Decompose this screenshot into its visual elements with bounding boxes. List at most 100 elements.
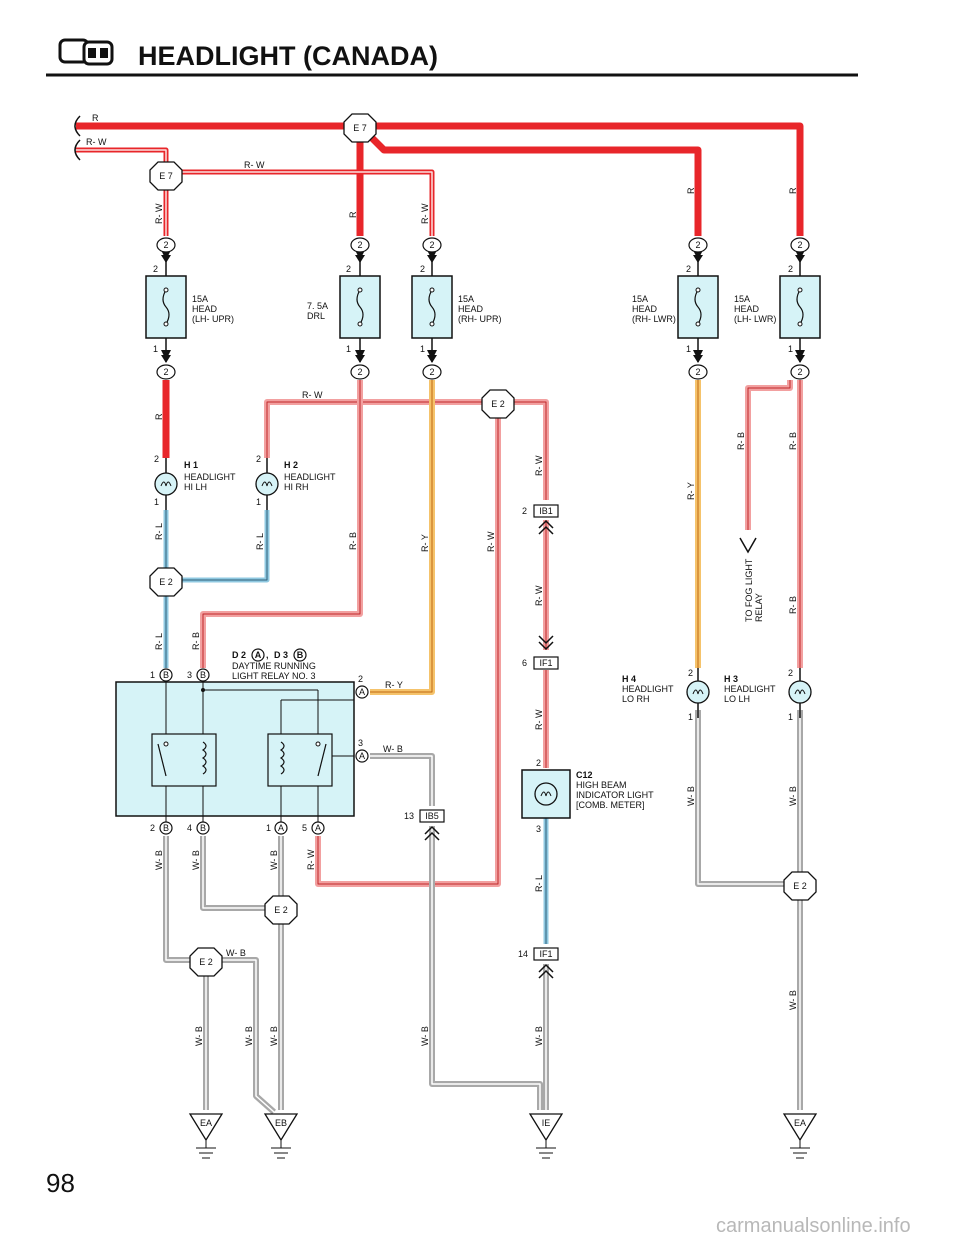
svg-text:R- Y: R- Y	[385, 680, 403, 690]
svg-text:HEADLIGHT: HEADLIGHT	[622, 684, 674, 694]
svg-text:R- W: R- W	[302, 390, 323, 400]
svg-text:R- L: R- L	[154, 523, 164, 540]
svg-text:W- B: W- B	[154, 850, 164, 870]
svg-text:1: 1	[346, 344, 351, 354]
svg-text:R- W: R- W	[306, 849, 316, 870]
svg-text:HEAD: HEAD	[458, 304, 484, 314]
headlight-bulbs: 21 H 1 HEADLIGHT HI LH 21 H 2 HEADLIGHT …	[154, 454, 812, 722]
jc-bot-3: 2	[422, 364, 442, 380]
svg-text:13: 13	[404, 811, 414, 821]
connector-e2-low: E 2	[189, 947, 223, 977]
jc-top-5: 2	[790, 237, 810, 253]
wire-wb-ib5-ie	[429, 826, 543, 1110]
svg-text:A: A	[255, 650, 262, 660]
connector-e7-top: E 7	[343, 113, 377, 143]
svg-text:3: 3	[187, 670, 192, 680]
svg-text:R- W: R- W	[534, 709, 544, 730]
wire-break-marks	[74, 115, 81, 161]
svg-text:W- B: W- B	[226, 948, 246, 958]
svg-text:LO LH: LO LH	[724, 694, 750, 704]
svg-text:INDICATOR LIGHT: INDICATOR LIGHT	[576, 790, 654, 800]
svg-text:2: 2	[346, 264, 351, 274]
ground-eb: EB	[263, 1113, 299, 1159]
svg-text:W- B: W- B	[534, 1026, 544, 1046]
svg-text:2: 2	[797, 240, 802, 250]
svg-text:R- L: R- L	[534, 875, 544, 892]
svg-text:2: 2	[358, 674, 363, 684]
svg-text:5: 5	[302, 823, 307, 833]
svg-text:R- W: R- W	[244, 160, 265, 170]
wire-r-bus	[76, 122, 804, 236]
jc-bot-4: 2	[688, 364, 708, 380]
svg-text:W- B: W- B	[244, 1026, 254, 1046]
inline-connectors: IB1 2 IF1 6 IB5 13 IF1 14	[404, 504, 559, 979]
fuse-head-rh-upr	[411, 275, 453, 339]
svg-text:14: 14	[518, 949, 528, 959]
svg-text:2: 2	[522, 506, 527, 516]
fuse-pins: 21 21 21 21 21	[153, 264, 793, 354]
svg-text:1: 1	[150, 670, 155, 680]
svg-text:E 7: E 7	[159, 171, 173, 181]
splice-connectors: E 7 E 7 E 2 E 2 E 2 E 2 E 2	[149, 113, 817, 977]
svg-text:2: 2	[357, 367, 362, 377]
svg-text:R: R	[154, 413, 164, 420]
svg-text:[COMB. METER]: [COMB. METER]	[576, 800, 645, 810]
headlight-h2: 21 H 2 HEADLIGHT HI RH	[255, 454, 336, 510]
svg-text:IF1: IF1	[539, 658, 552, 668]
svg-text:(RH- LWR): (RH- LWR)	[632, 314, 676, 324]
jc-bot-5: 2	[790, 364, 810, 380]
svg-text:1: 1	[420, 344, 425, 354]
jc-bot-2: 2	[350, 364, 370, 380]
svg-text:D 3: D 3	[274, 650, 288, 660]
svg-text:3: 3	[536, 824, 541, 834]
wire-rb-drl	[200, 380, 363, 668]
relay-title: D 2 A , D 3 B DAYTIME RUNNING LIGHT RELA…	[232, 648, 316, 681]
svg-text:2: 2	[429, 240, 434, 250]
svg-text:E 2: E 2	[491, 399, 505, 409]
svg-text:2: 2	[163, 367, 168, 377]
svg-text:4: 4	[187, 823, 192, 833]
svg-text:B: B	[200, 670, 206, 680]
svg-text:B: B	[200, 823, 206, 833]
svg-text:E 2: E 2	[159, 577, 173, 587]
connector-e2-mid: E 2	[264, 895, 298, 925]
svg-text:2: 2	[797, 367, 802, 377]
svg-text:IF1: IF1	[539, 949, 552, 959]
svg-text:15A: 15A	[632, 294, 648, 304]
headlight-h3: 21 H 3 HEADLIGHT LO LH	[724, 668, 812, 722]
svg-text:2: 2	[695, 240, 700, 250]
wire-rw-ib1	[510, 399, 549, 500]
headlight-h1: 21 H 1 HEADLIGHT HI LH	[154, 454, 236, 510]
fuses	[145, 275, 821, 339]
wire-r-rh-lwr	[367, 133, 702, 236]
connector-e2-right: E 2	[783, 871, 817, 901]
svg-text:1: 1	[788, 712, 793, 722]
svg-text:TO FOG LIGHT: TO FOG LIGHT	[744, 558, 754, 622]
svg-text:DRL: DRL	[307, 311, 325, 321]
wire-rw-top	[76, 147, 169, 162]
svg-text:15A: 15A	[734, 294, 750, 304]
svg-text:LO RH: LO RH	[622, 694, 650, 704]
high-beam-indicator-c12: 2 3 C12 HIGH BEAM INDICATOR LIGHT [COMB.…	[521, 758, 654, 834]
svg-text:B: B	[297, 650, 304, 660]
svg-text:R- W: R- W	[534, 455, 544, 476]
relay-terminals: B1 B3 A2 A3 B2 B4 A1 A5	[150, 668, 369, 835]
svg-text:HI LH: HI LH	[184, 482, 207, 492]
svg-text:1: 1	[153, 344, 158, 354]
svg-text:1: 1	[686, 344, 691, 354]
svg-text:B: B	[163, 670, 169, 680]
ground-ie: IE	[528, 1113, 564, 1159]
svg-text:B: B	[163, 823, 169, 833]
svg-text:(RH- UPR): (RH- UPR)	[458, 314, 502, 324]
page-title: HEADLIGHT (CANADA)	[138, 41, 438, 71]
svg-text:R- B: R- B	[191, 632, 201, 650]
svg-text:2: 2	[154, 454, 159, 464]
svg-text:HEAD: HEAD	[632, 304, 658, 314]
svg-text:R- Y: R- Y	[420, 534, 430, 552]
jc-top-2: 2	[350, 237, 370, 253]
svg-text:H 2: H 2	[284, 460, 298, 470]
wire-rw-h2	[264, 399, 486, 458]
connector-e7-left: E 7	[149, 161, 183, 191]
svg-text:RELAY: RELAY	[754, 593, 764, 622]
svg-text:2: 2	[357, 240, 362, 250]
